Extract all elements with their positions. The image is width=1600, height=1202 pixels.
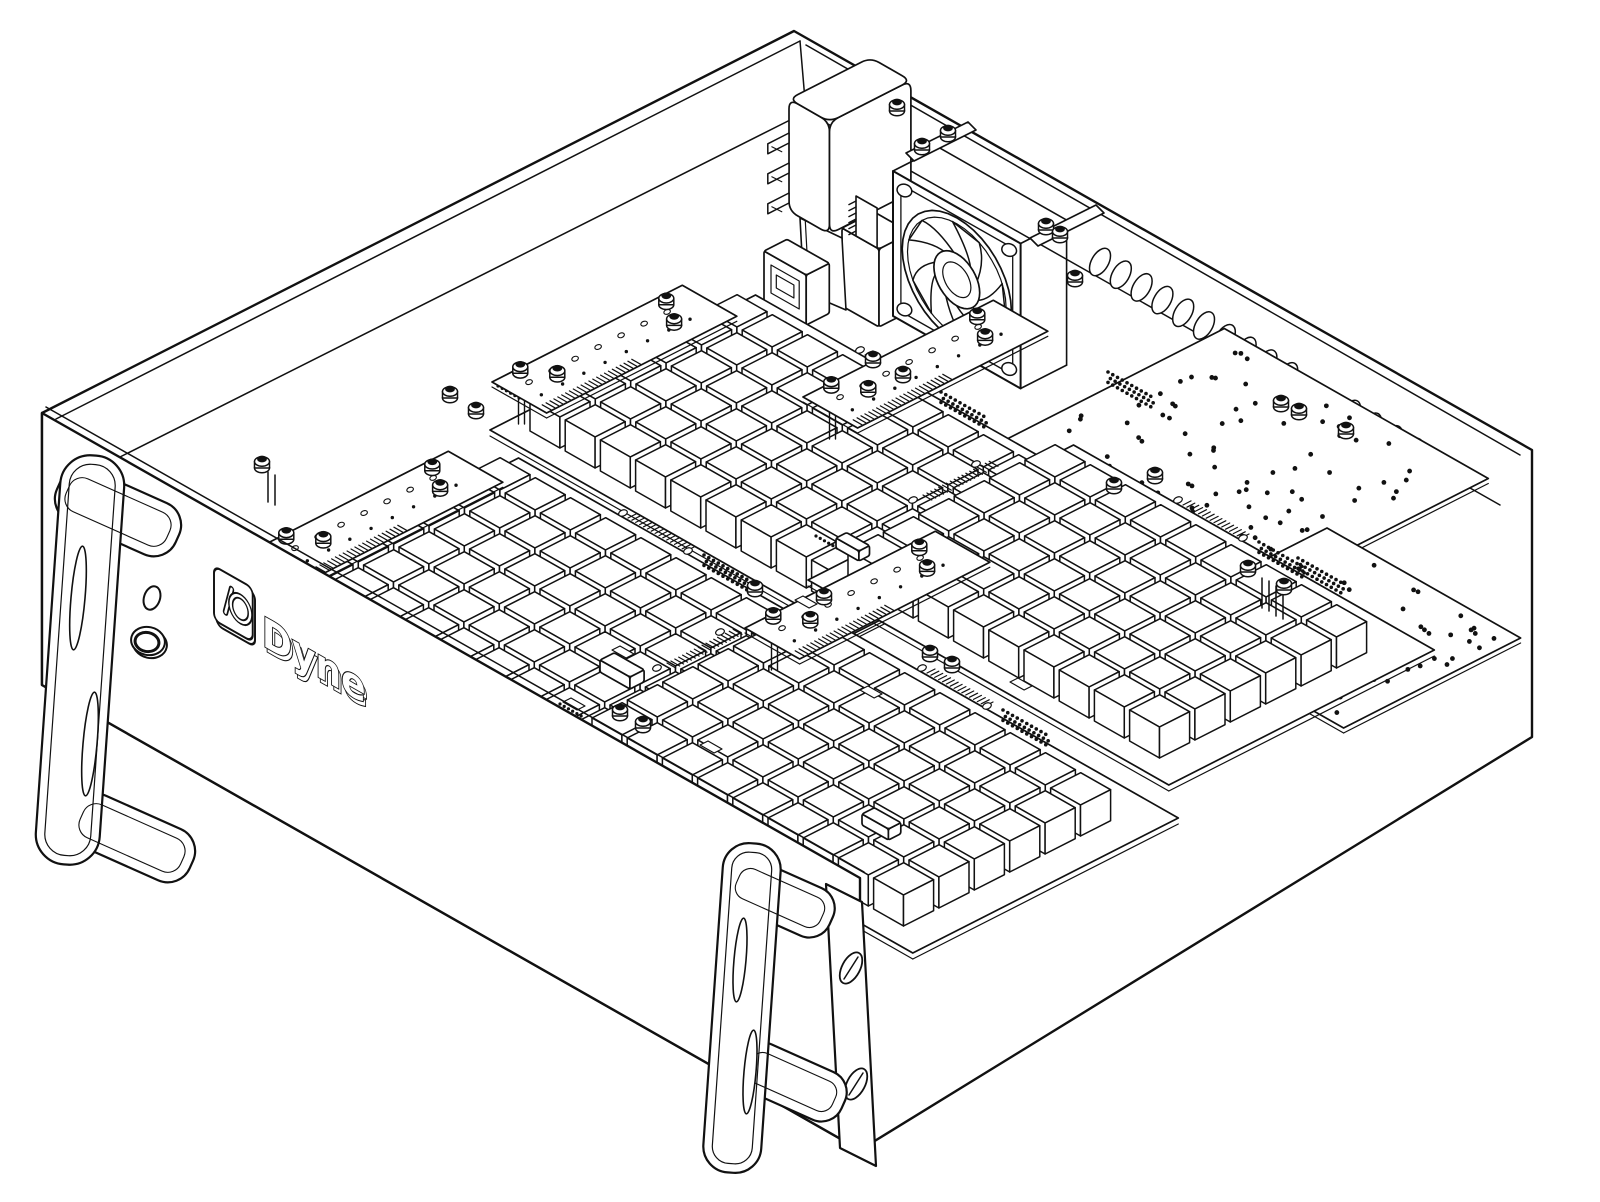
daughter-card-3 bbox=[744, 530, 991, 671]
hardware-nuts bbox=[253, 124, 1355, 734]
aux-connectors bbox=[267, 471, 1284, 841]
brand-badge bbox=[213, 567, 256, 646]
led-indicator bbox=[142, 585, 162, 611]
handle-right bbox=[702, 842, 848, 1174]
relay-board-d bbox=[807, 443, 1436, 792]
smd-components bbox=[562, 595, 1033, 754]
daughter-card-1 bbox=[491, 284, 738, 425]
power-button bbox=[130, 625, 168, 660]
daughter-card-4 bbox=[802, 299, 1049, 440]
relay-boards bbox=[252, 293, 1436, 960]
relay-board-c bbox=[551, 611, 1180, 960]
handles bbox=[34, 454, 848, 1174]
handle-left bbox=[34, 454, 197, 884]
